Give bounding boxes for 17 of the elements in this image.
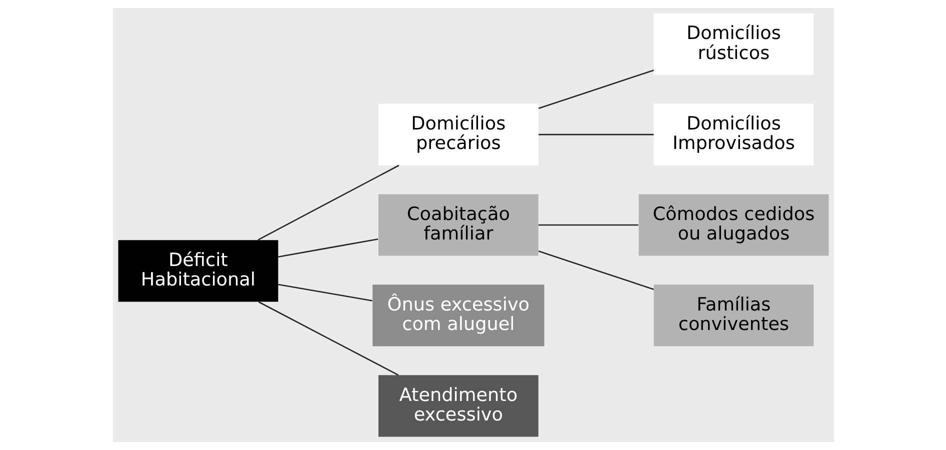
node-box: Atendimento excessivo (378, 375, 538, 437)
node-box: Domicílios rústicos (653, 13, 814, 75)
connector (258, 301, 398, 376)
connector (257, 164, 399, 241)
connector (278, 284, 372, 302)
node-box: Domicílios Improvisados (653, 104, 814, 166)
node-box: Coabitação famíliar (378, 194, 538, 256)
connector (278, 238, 378, 258)
node-box: Déficit Habitacional (118, 240, 278, 302)
node-box: Ônus excessivo com aluguel (372, 284, 544, 346)
connector (538, 70, 654, 109)
node-box: Domicílios precários (378, 104, 538, 166)
connector (538, 224, 638, 226)
node-box: Cômodos cedidos ou alugados (638, 194, 828, 256)
connector (538, 250, 654, 290)
connector (538, 134, 654, 136)
node-box: Famílias conviventes (653, 284, 814, 346)
